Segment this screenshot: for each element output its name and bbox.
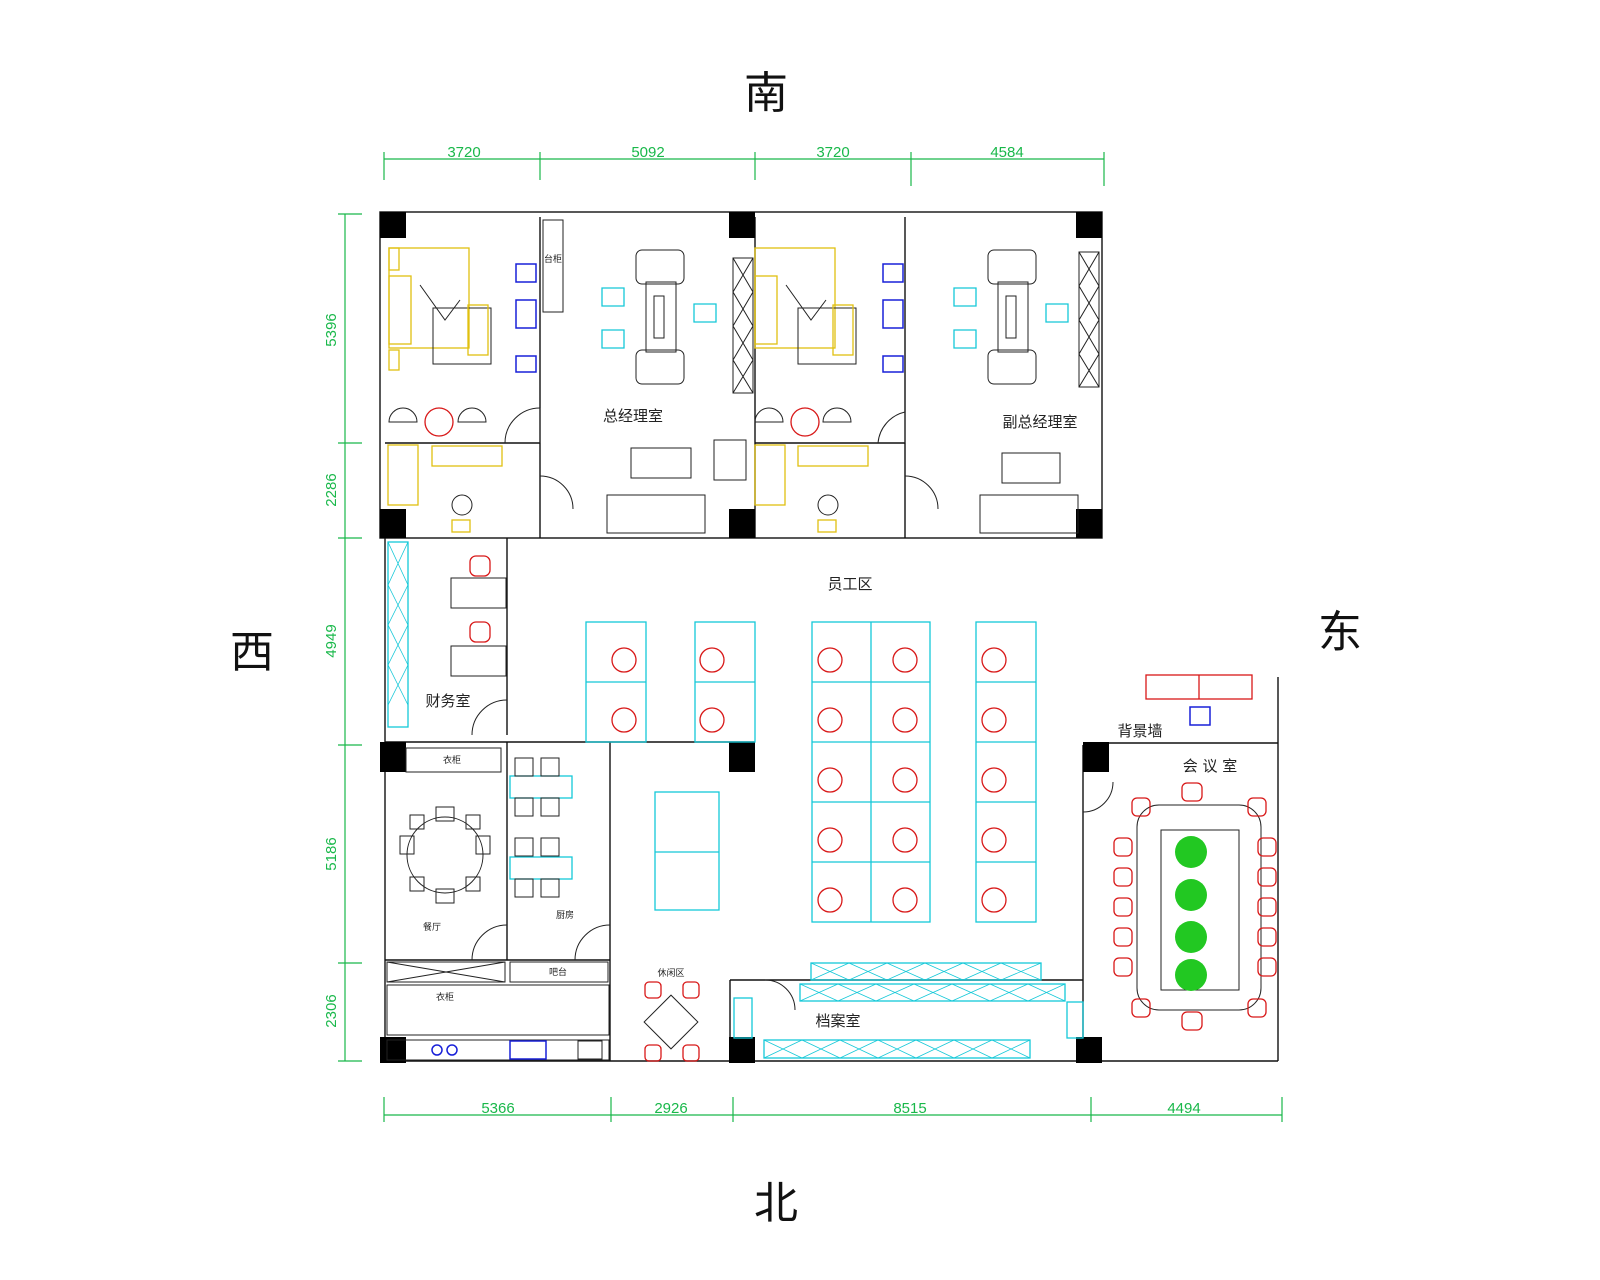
dim-left-2: 2286 <box>323 473 340 506</box>
leisure-area: 休闲区 <box>643 791 720 1062</box>
outer-walls <box>379 211 1279 1062</box>
dim-left-5: 2306 <box>323 994 340 1027</box>
bedroom-suite-2 <box>754 247 904 533</box>
wardrobe-cabinets <box>542 219 1100 394</box>
label-top-left-note: 台柜 <box>544 253 562 265</box>
dim-bottom-3: 8515 <box>893 1100 926 1117</box>
label-meeting-room: 会 议 室 <box>1183 757 1238 775</box>
label-cabinet-2: 衣柜 <box>436 991 454 1003</box>
deputy-manager-office: 副总经理室 <box>953 249 1079 534</box>
dim-top-1: 3720 <box>447 144 480 161</box>
label-counter: 吧台 <box>549 966 567 978</box>
staff-area: 员工区 <box>585 575 1037 923</box>
label-cabinet-1: 衣柜 <box>443 754 461 766</box>
dim-bottom-1: 5366 <box>481 1100 514 1117</box>
dim-bottom-4: 4494 <box>1167 1100 1200 1117</box>
compass-east: 东 <box>1318 607 1362 658</box>
dim-left-4: 5186 <box>323 837 340 870</box>
dim-top-4: 4584 <box>990 144 1023 161</box>
label-kitchen: 厨房 <box>556 909 574 921</box>
meeting-room: 背景墙 会 议 室 <box>1113 674 1277 1031</box>
compass-south: 南 <box>744 68 788 119</box>
general-manager-office: 总经理室 <box>601 249 747 534</box>
structural-columns <box>380 212 1109 1063</box>
kitchen-counter: 吧台 衣柜 <box>386 961 610 1061</box>
label-dining: 餐厅 <box>423 921 441 933</box>
top-dimension-line: 3720 5092 3720 4584 <box>383 144 1105 186</box>
dim-top-2: 5092 <box>631 144 664 161</box>
dim-left-3: 4949 <box>323 624 340 657</box>
label-finance: 财务室 <box>425 692 470 710</box>
label-background-wall: 背景墙 <box>1117 722 1162 740</box>
label-deputy-manager: 副总经理室 <box>1002 413 1077 431</box>
bedroom-suite-1 <box>387 247 537 533</box>
dim-top-3: 3720 <box>816 144 849 161</box>
label-staff-area: 员工区 <box>827 575 872 593</box>
finance-room: 财务室 <box>387 541 507 728</box>
doors <box>471 407 1114 1011</box>
label-leisure: 休闲区 <box>657 967 684 979</box>
archive-room: 档案室 <box>733 962 1084 1059</box>
bottom-dimension-line: 5366 2926 8515 4494 <box>383 1097 1283 1122</box>
label-archive: 档案室 <box>815 1012 860 1030</box>
plant-icon <box>1175 836 1207 991</box>
left-dimension-line: 5396 2286 4949 5186 2306 <box>323 213 362 1062</box>
dining-area: 衣柜 餐厅 厨房 <box>399 747 574 933</box>
compass-north: 北 <box>754 1178 798 1229</box>
dim-left-1: 5396 <box>323 313 340 346</box>
dim-bottom-2: 2926 <box>654 1100 687 1117</box>
compass-west: 西 <box>230 627 274 678</box>
label-general-manager: 总经理室 <box>603 407 663 425</box>
